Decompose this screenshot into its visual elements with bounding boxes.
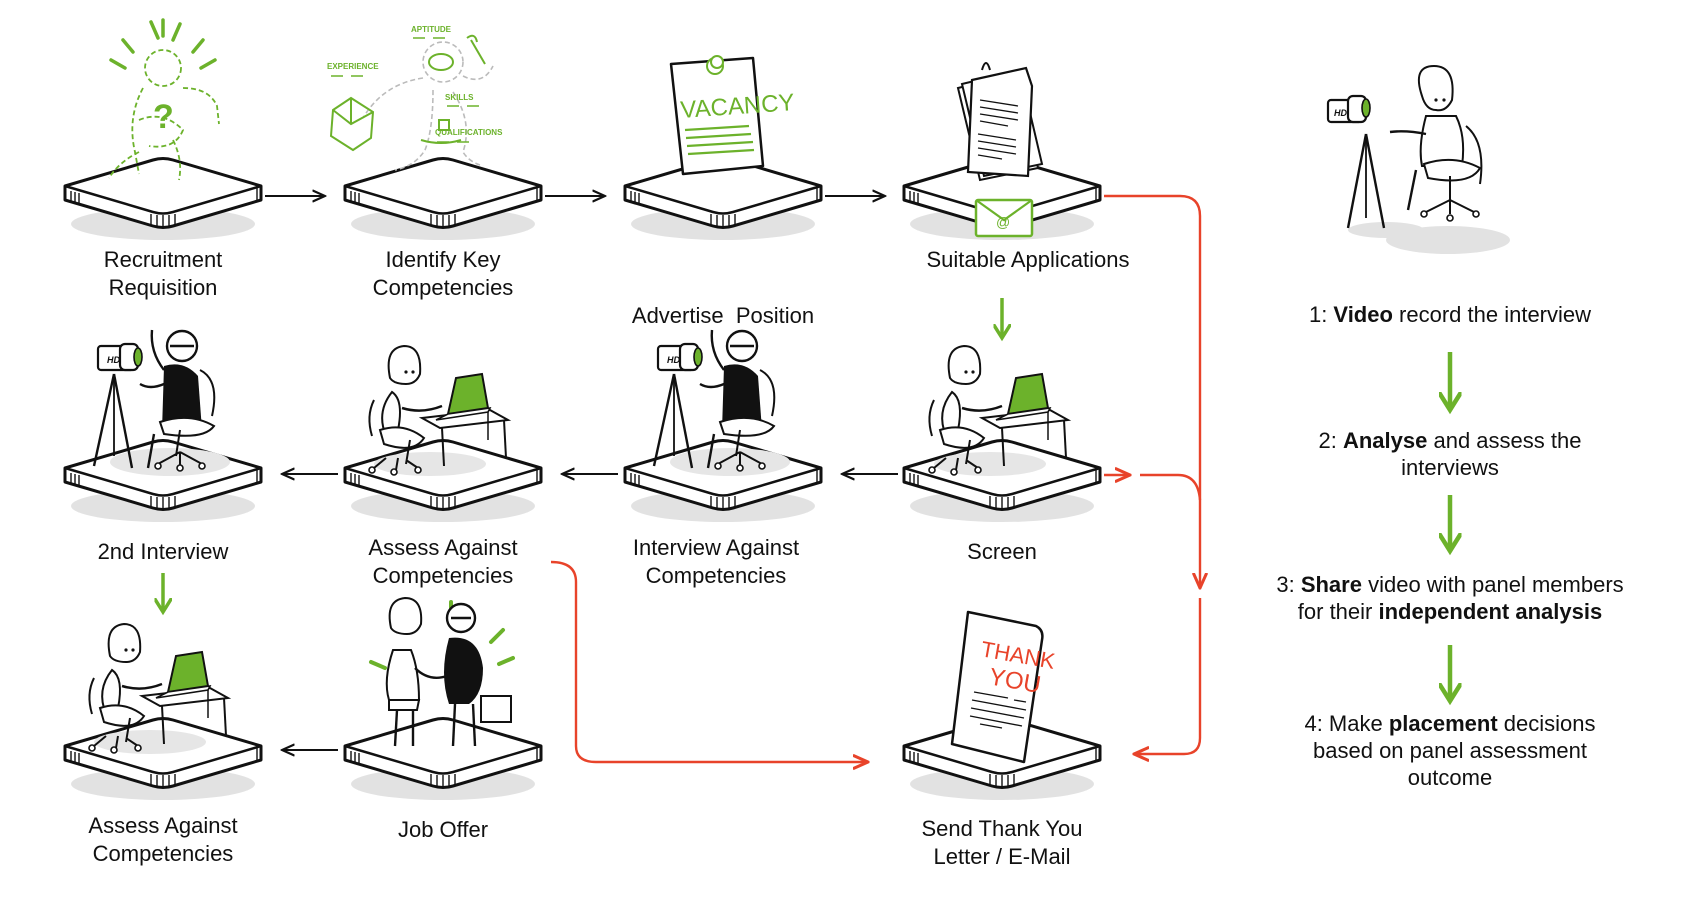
label-line: 2nd Interview — [97, 539, 229, 564]
label-screen: Screen — [967, 538, 1037, 566]
thank-you-letter-icon: THANK YOU — [950, 610, 1057, 764]
reject-arrow-applications — [1104, 194, 1200, 588]
side-step-line: outcome — [1220, 764, 1680, 791]
side-step-line: interviews — [1220, 454, 1680, 481]
step-text: 2: — [1318, 428, 1343, 453]
label-advertise-position: Advertise Position — [632, 246, 814, 358]
emphasis-text: Share — [1300, 572, 1362, 597]
label-line: Interview Against — [632, 535, 800, 560]
label-line: Assess Against — [368, 535, 518, 560]
step-text: record the interview — [1392, 302, 1592, 327]
hd-label: HD — [1334, 108, 1347, 118]
emphasis-text: independent analysis — [1378, 599, 1603, 624]
platform-identify-key-competencies — [343, 157, 543, 242]
side-step-line: based on panel assessment — [1220, 737, 1680, 764]
step-text: 1: — [1308, 302, 1334, 327]
step-text: 4: Make — [1304, 711, 1389, 736]
svg-text:APTITUDE: APTITUDE — [411, 25, 452, 34]
documents-email-icon: @ — [956, 62, 1044, 238]
label-line: Identify Key — [385, 247, 501, 272]
label-line: Screen — [967, 539, 1037, 564]
label-assess-against-competencies-2: Assess Against Competencies — [88, 812, 237, 868]
step-text: interviews — [1401, 455, 1499, 480]
rejection-routes — [550, 194, 1202, 762]
platform-job-offer — [343, 717, 543, 802]
emphasis-text: Analyse — [1342, 428, 1428, 453]
vacancy-notice-icon: VACANCY — [669, 55, 795, 176]
label-line: Recruitment — [103, 247, 223, 272]
step-text: 3: — [1276, 572, 1301, 597]
side-step-line: 2: Analyse and assess the — [1220, 427, 1680, 454]
label-suitable-applications: Suitable Applications — [926, 246, 1129, 274]
competencies-person-icon: APTITUDE EXPERIENCE SKILLS QUALIFICATION… — [327, 25, 503, 171]
side-step-line: 1: Video record the interview — [1220, 301, 1680, 328]
label-line: Competencies — [372, 563, 514, 588]
reject-arrow-to-thank-you-left — [550, 560, 868, 762]
label-identify-key-competencies: Identify Key Competencies — [373, 246, 514, 302]
label-line: Requisition — [108, 275, 218, 300]
label-job-offer: Job Offer — [398, 816, 488, 844]
email-at-glyph: @ — [996, 214, 1010, 230]
label-line: Competencies — [372, 275, 514, 300]
question-person-icon: ? — [108, 18, 220, 181]
label-line: Letter / E-Mail — [933, 844, 1071, 869]
side-step-line: for their independent analysis — [1220, 598, 1680, 625]
side-step: 1: Video record the interview — [1220, 301, 1680, 328]
svg-text:?: ? — [153, 98, 174, 136]
label-line: Competencies — [92, 841, 234, 866]
label-recruitment-requisition: Recruitment Requisition — [104, 246, 223, 302]
svg-text:QUALIFICATIONS: QUALIFICATIONS — [435, 128, 503, 137]
label-interview-against-competencies: Interview Against Competencies — [633, 534, 799, 590]
side-step-line: 3: Share video with panel members — [1220, 571, 1680, 598]
label-line: Suitable Applications — [926, 247, 1130, 272]
step-text: video with panel members — [1361, 572, 1624, 597]
reject-arrow-to-thank-you-right — [1134, 598, 1202, 754]
label-2nd-interview: 2nd Interview — [98, 538, 229, 566]
platform-recruitment-requisition — [63, 157, 263, 242]
woman-camera-icon: HD — [1326, 64, 1510, 254]
step-text: outcome — [1407, 765, 1493, 790]
step-text: for their — [1297, 599, 1379, 624]
label-send-thank-you: Send Thank You Letter / E-Mail — [921, 815, 1082, 871]
emphasis-text: Video — [1333, 302, 1393, 327]
side-step-line: 4: Make placement decisions — [1220, 710, 1680, 737]
step-text: decisions — [1497, 711, 1596, 736]
handshake-icon — [369, 596, 515, 747]
man-camera-icon — [92, 328, 232, 478]
label-line: Advertise Position — [631, 303, 815, 328]
label-line: Assess Against — [88, 813, 238, 838]
label-line: Job Offer — [397, 817, 489, 842]
label-line: Send Thank You — [921, 816, 1083, 841]
label-assess-against-competencies-1: Assess Against Competencies — [368, 534, 517, 590]
svg-text:SKILLS: SKILLS — [445, 93, 474, 102]
step-text: based on panel assessment — [1313, 738, 1587, 763]
step-text: and assess the — [1427, 428, 1582, 453]
emphasis-text: placement — [1388, 711, 1498, 736]
svg-text:EXPERIENCE: EXPERIENCE — [327, 62, 379, 71]
reject-arrow-screen-merge — [1140, 473, 1202, 501]
label-line: Competencies — [645, 563, 787, 588]
